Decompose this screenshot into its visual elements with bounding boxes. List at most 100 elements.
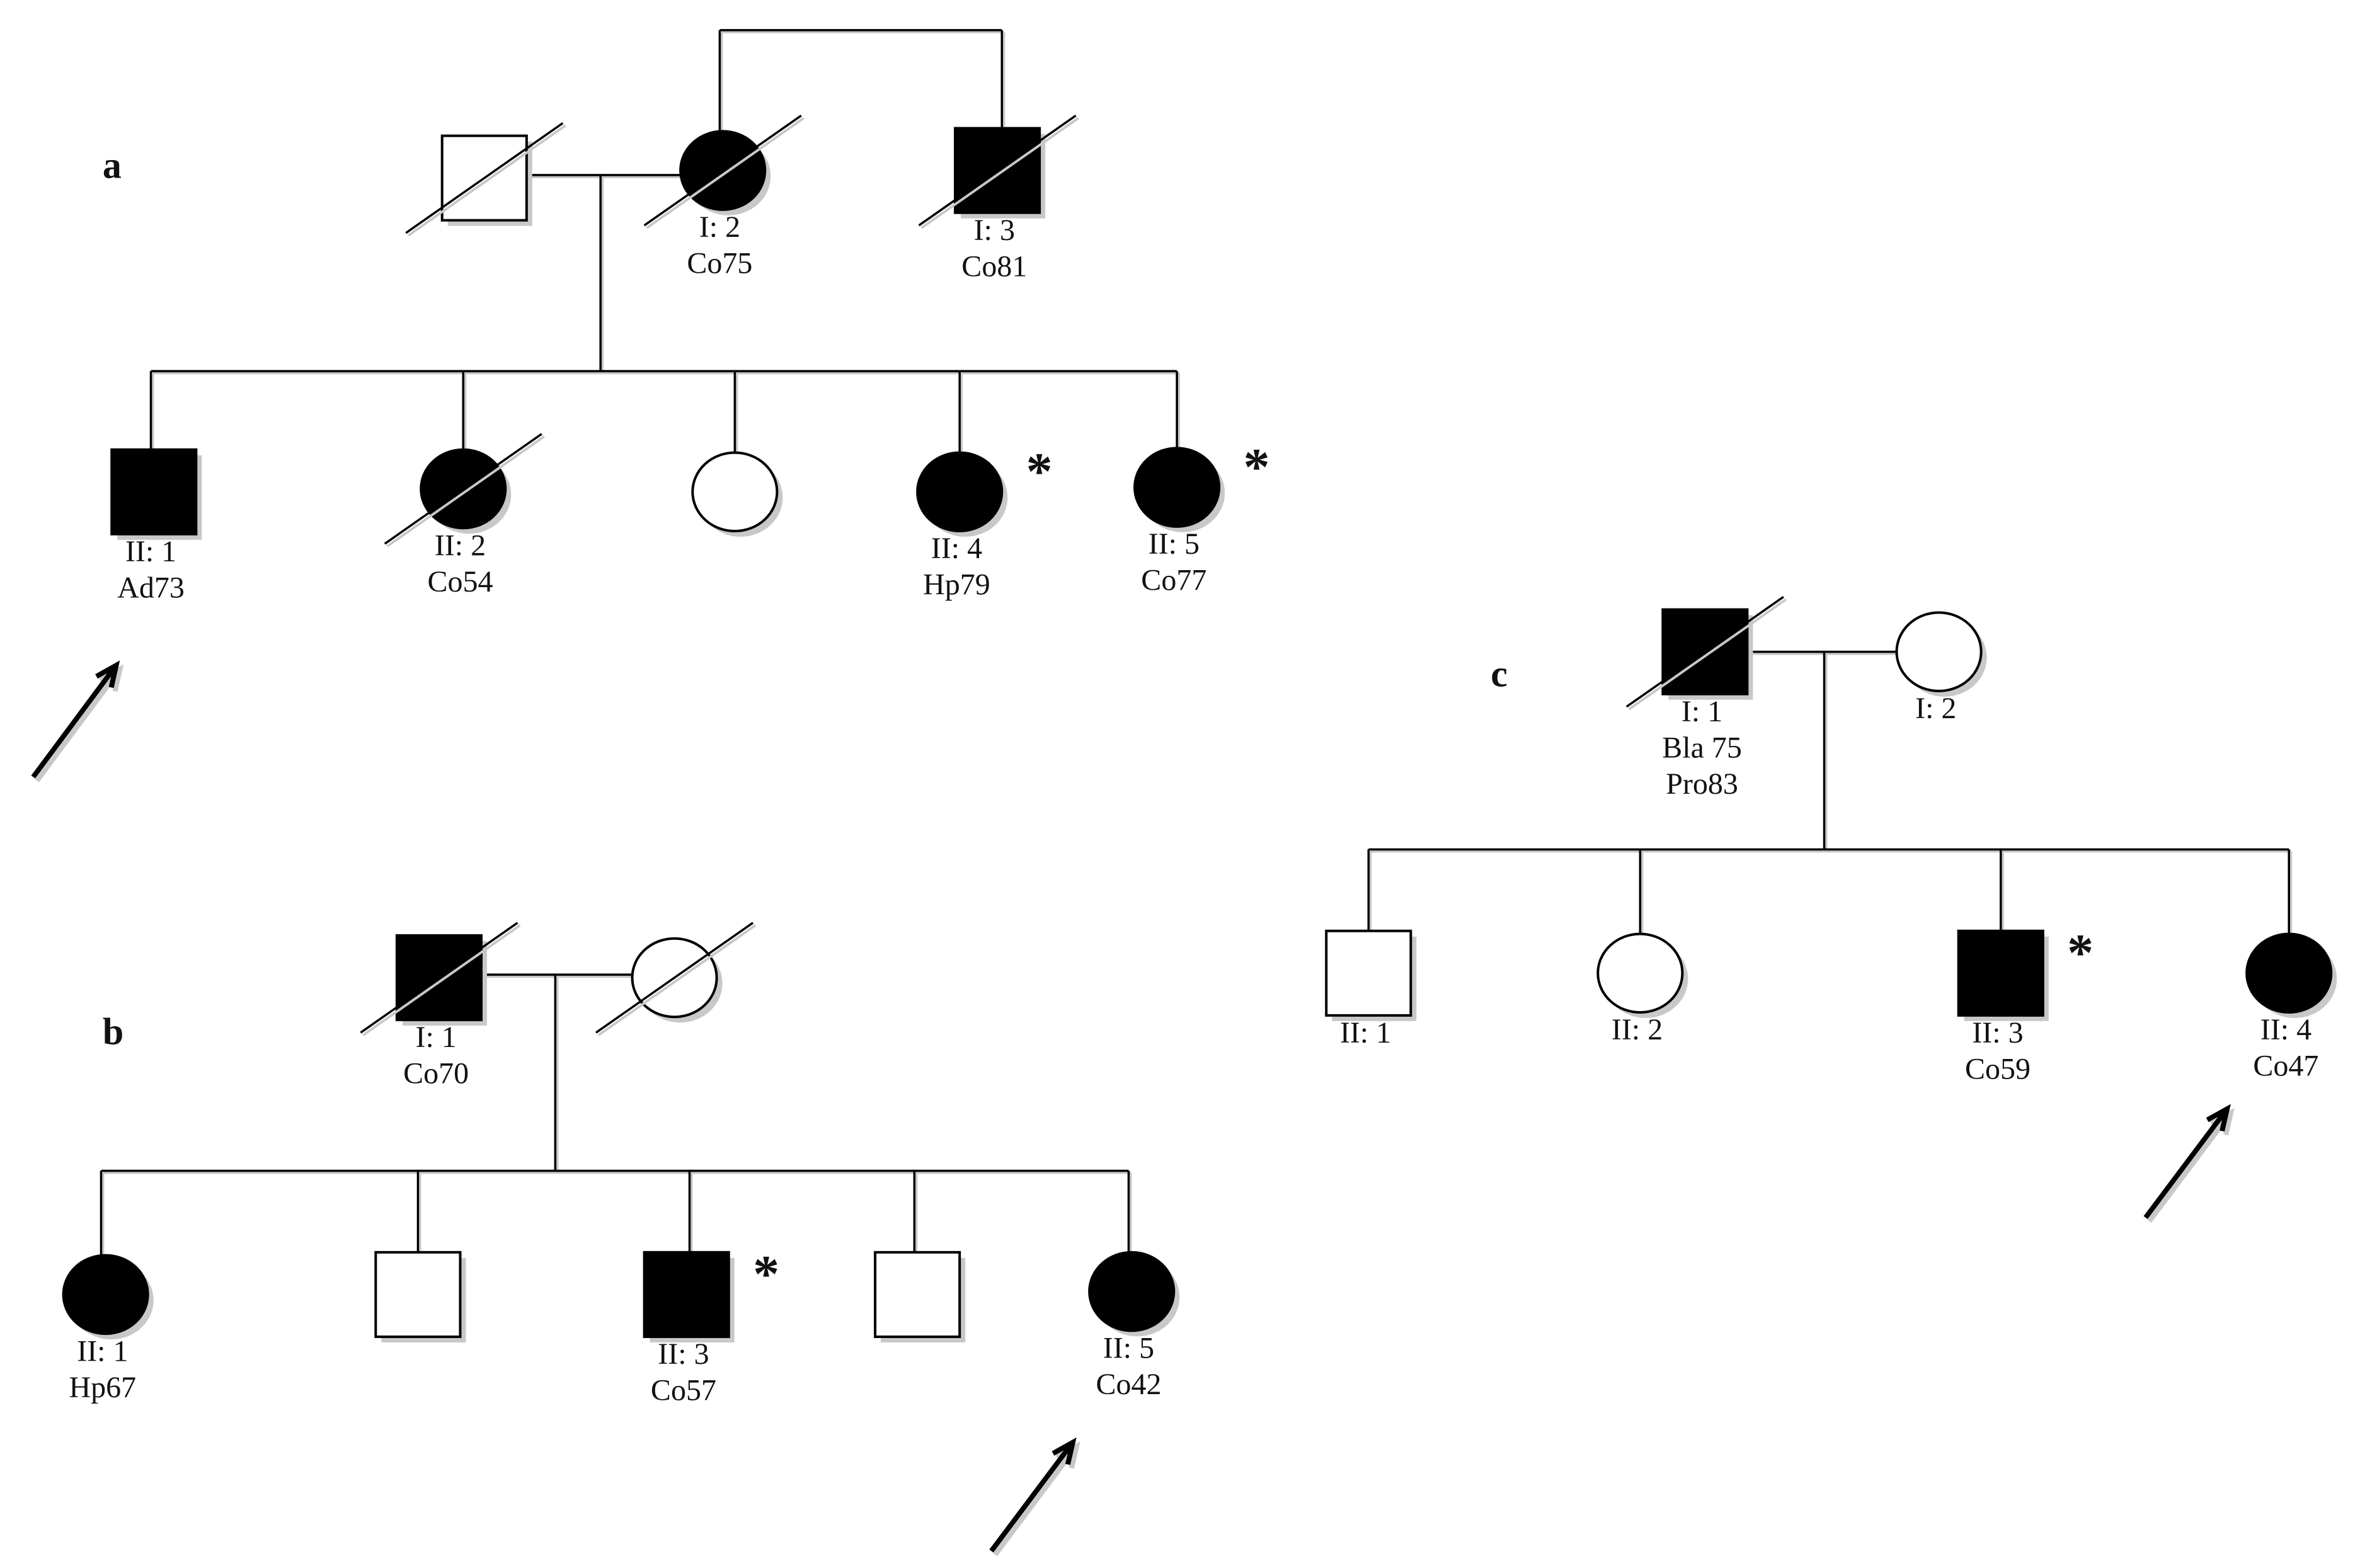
connector-line: [526, 174, 683, 178]
connector-line: [100, 1170, 105, 1259]
asterisk-marker: *: [2067, 924, 2094, 982]
connector-line: [1127, 1170, 1132, 1254]
pedigree-member-b-ii2: [374, 1250, 466, 1342]
member-label: Ad73: [117, 571, 185, 604]
connector-line: [1823, 651, 1828, 852]
affected-female-circle: [1133, 447, 1221, 528]
connector-line: [1176, 371, 1181, 450]
member-label: Co77: [1141, 563, 1206, 597]
panel-label: a: [103, 145, 122, 186]
member-label: II: 3: [658, 1337, 709, 1371]
connector-line: [718, 30, 723, 135]
deceased-slash: [405, 122, 564, 234]
connector-line: [599, 175, 604, 374]
affected-female-circle: [62, 1254, 149, 1336]
pedigree-panel-c: c: [1491, 653, 1508, 695]
pedigree-member-a-ii3: [691, 451, 783, 537]
member-label: Co70: [403, 1057, 469, 1090]
deceased-slash: [643, 115, 802, 227]
member-label: II: 5: [1148, 527, 1200, 561]
member-label: II: 3: [1972, 1016, 2023, 1050]
unaffected-male-square: [374, 1250, 462, 1338]
connector-line: [719, 29, 1004, 33]
proband-arrow: [31, 660, 124, 782]
connector-line: [554, 975, 559, 1173]
member-label: I: 1: [1681, 695, 1722, 728]
pedigree-panel-b: b: [103, 1010, 123, 1052]
member-label: Bla 75: [1662, 731, 1742, 764]
affected-female-circle: [916, 451, 1004, 533]
unaffected-female-circle: [1596, 932, 1684, 1014]
connector-line: [462, 371, 467, 452]
deceased-slash: [595, 922, 754, 1034]
proband-arrow: [989, 1437, 1080, 1557]
member-label: II: 1: [125, 535, 176, 568]
member-label: Co81: [961, 249, 1027, 283]
connector-line: [2288, 849, 2293, 936]
panel-label: c: [1491, 653, 1508, 695]
unaffected-female-circle: [691, 451, 779, 533]
pedigree-member-b-ii4: [874, 1250, 966, 1342]
unaffected-male-square: [1325, 929, 1412, 1017]
connector-line: [149, 371, 154, 458]
connector-line: [1639, 849, 1644, 939]
pedigree-member-b-i2: [595, 922, 757, 1036]
member-label: II: 2: [1612, 1013, 1663, 1046]
member-label: Co42: [1096, 1368, 1161, 1401]
member-label: Co57: [651, 1374, 716, 1407]
member-label: Co47: [2253, 1050, 2318, 1083]
member-label: Co54: [427, 565, 493, 598]
deceased-slash: [360, 922, 518, 1034]
member-label: I: 3: [974, 214, 1015, 247]
member-label: I: 1: [415, 1021, 456, 1054]
member-label: I: 2: [1915, 692, 1956, 725]
asterisk-marker: *: [1026, 442, 1053, 501]
connector-line: [913, 1170, 918, 1261]
affected-female-circle: [2245, 932, 2333, 1014]
affected-male-square: [643, 1250, 730, 1338]
member-label: II: 1: [1340, 1016, 1391, 1050]
member-label: I: 2: [699, 210, 740, 244]
connector-line: [101, 1169, 1131, 1174]
affected-male-square: [1957, 929, 2044, 1017]
member-label: II: 5: [1103, 1332, 1154, 1365]
connector-line: [958, 371, 963, 455]
member-label: II: 2: [435, 529, 486, 562]
pedigree-member-c-i2: I: 2: [1895, 611, 1987, 725]
member-label: Co75: [687, 246, 752, 280]
connector-line: [1000, 30, 1005, 137]
connector-line: [151, 370, 1179, 375]
affected-female-circle: [1088, 1250, 1176, 1332]
asterisk-marker: *: [1243, 438, 1269, 496]
pedigree-member-c-ii2: II: 2: [1596, 932, 1688, 1046]
connector-line: [733, 371, 738, 458]
member-label: Pro83: [1666, 767, 1738, 801]
member-label: Hp79: [923, 568, 990, 602]
proband-arrow: [2143, 1104, 2235, 1223]
connector-line: [416, 1170, 421, 1261]
affected-male-square: [954, 127, 1041, 214]
member-label: II: 4: [2260, 1013, 2311, 1046]
deceased-slash: [918, 115, 1077, 227]
panel-label: b: [103, 1010, 123, 1052]
pedigree-member-c-ii4: II: 4 Co47: [2245, 932, 2337, 1083]
asterisk-marker: *: [753, 1245, 779, 1303]
unaffected-male-square: [874, 1250, 961, 1338]
deceased-slash: [384, 433, 542, 545]
member-label: Hp67: [69, 1371, 137, 1404]
unaffected-female-circle: [1895, 611, 1983, 692]
connector-line: [1368, 848, 2291, 853]
